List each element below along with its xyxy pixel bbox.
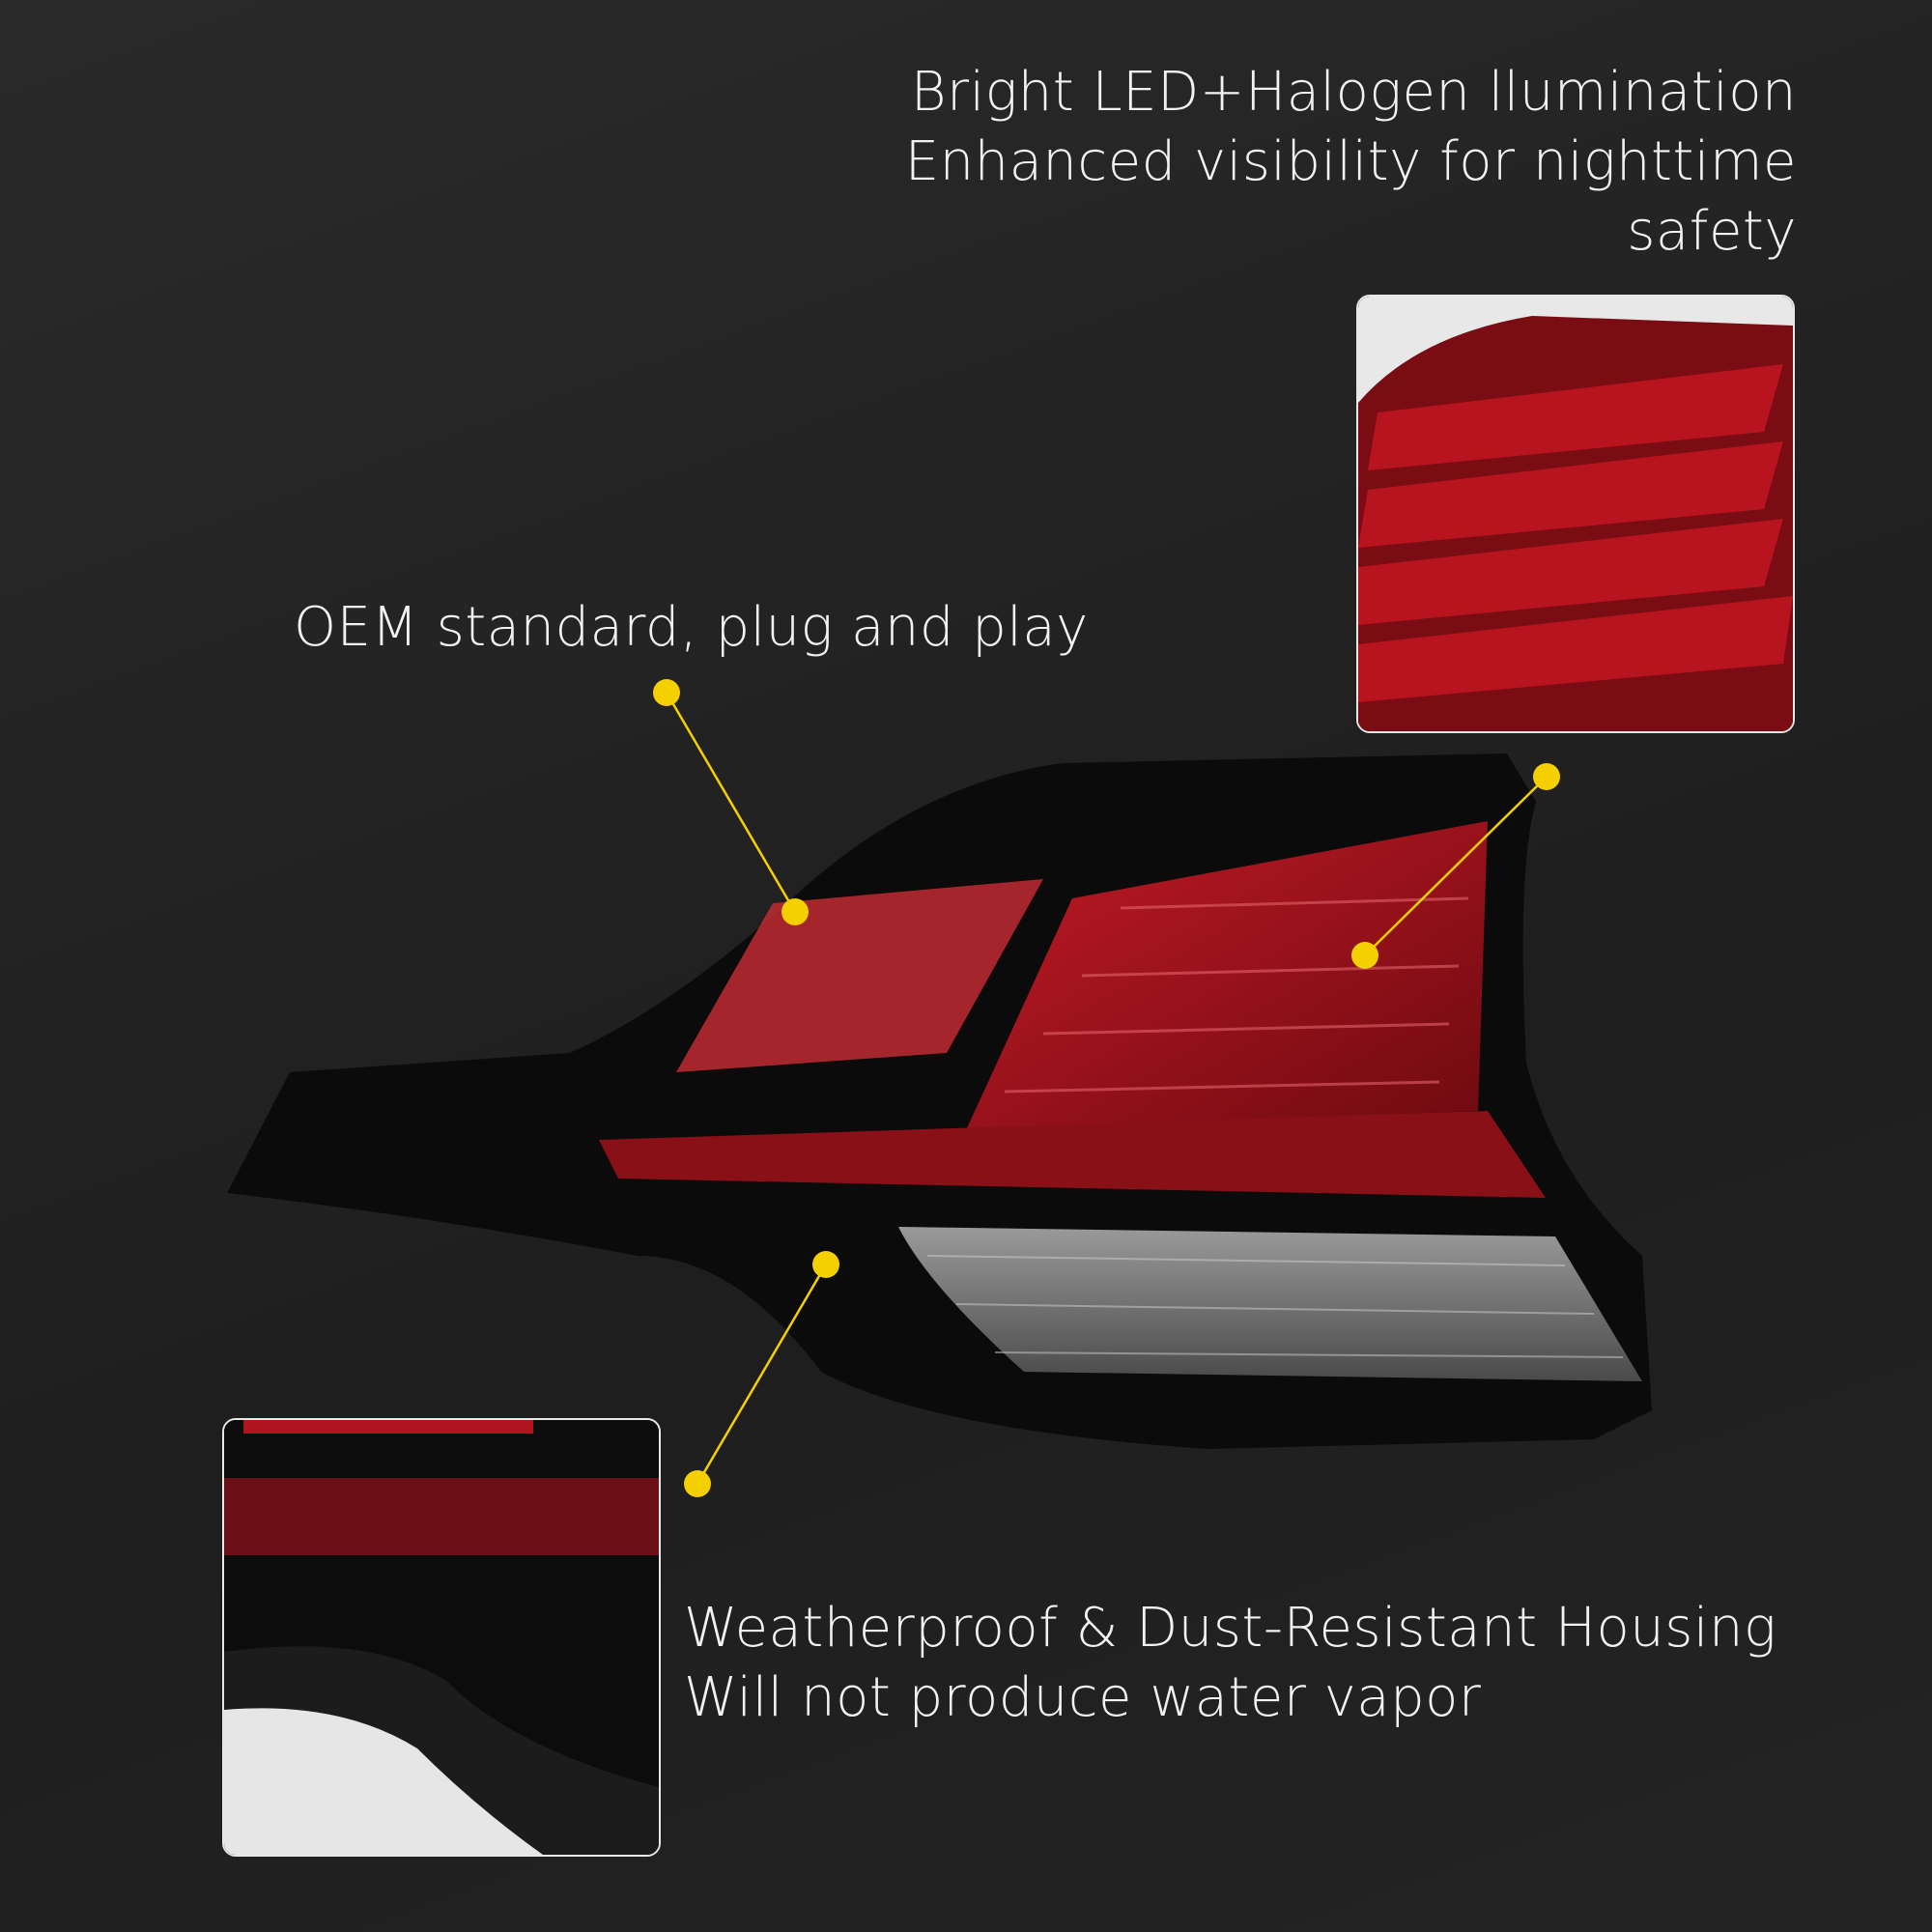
housing-line-1: Weatherproof & Dust-Resistant Housing [684,1597,1777,1660]
housing-closeup-image [222,1418,661,1857]
illumination-line-3: safety [1627,200,1797,263]
housing-callout: Weatherproof & Dust-Resistant Housing Wi… [684,1594,1776,1733]
oem-callout: OEM standard, plug and play [294,593,1089,663]
illumination-line-1: Bright LED+Halogen llumination [910,61,1797,124]
illumination-line-2: Enhanced visibility for nighttime [904,130,1797,193]
callout-lines [665,692,1548,1485]
housing-line-2: Will not produce water vapor [684,1666,1482,1729]
lens-closeup-image [1356,295,1795,733]
callout-dots [653,679,1560,1497]
illumination-callout: Bright LED+Halogen llumination Enhanced … [905,58,1797,267]
oem-line-1: OEM standard, plug and play [294,596,1089,659]
